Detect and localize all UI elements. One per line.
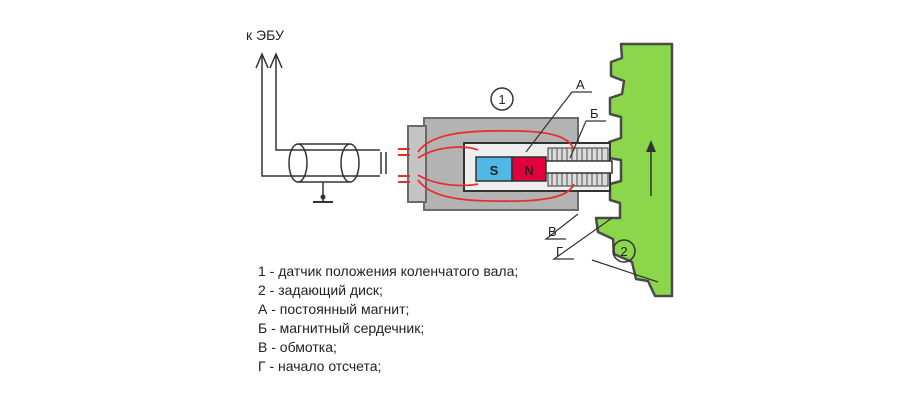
wire-left <box>261 56 380 177</box>
callout-1-circle <box>490 87 514 111</box>
leader-v <box>544 213 579 240</box>
ecu-label: к ЭБУ <box>246 27 284 43</box>
legend-item: Г - начало отсчета; <box>258 358 382 374</box>
sensor-connector <box>407 125 427 203</box>
legend: 1 - датчик положения коленчатого вала; 2… <box>258 262 518 376</box>
magnet-north-label: N <box>524 163 533 178</box>
leader-g <box>552 217 613 260</box>
gear-disc-shape <box>594 42 674 298</box>
winding-upper <box>547 147 609 162</box>
label-g: Г <box>556 244 563 259</box>
connector-pins <box>398 148 410 183</box>
field-line-inner-upper <box>417 146 479 159</box>
label-v: В <box>548 224 557 239</box>
leader-b <box>569 120 606 159</box>
label-a: А <box>576 77 585 92</box>
ecu-arrow-left-icon <box>255 52 269 69</box>
wiring <box>255 52 387 203</box>
field-line-inner-lower <box>417 174 479 187</box>
wire-right <box>275 56 380 151</box>
legend-item: 2 - задающий диск; <box>258 282 383 298</box>
leader-a <box>525 91 592 153</box>
legend-item: 1 - датчик положения коленчатого вала; <box>258 263 519 279</box>
ecu-arrow-right-icon <box>269 52 283 69</box>
callout-2-label: 2 <box>620 244 627 259</box>
leader-lines <box>525 91 659 283</box>
field-line-lower <box>417 179 575 203</box>
rotation-arrow-icon <box>646 140 656 152</box>
magnetic-core <box>539 160 613 174</box>
leader-g-extra <box>591 259 659 283</box>
magnet-south-label: S <box>490 163 499 178</box>
legend-item: В - обмотка; <box>258 339 337 355</box>
ground-dot <box>320 194 326 200</box>
sensor-assembly: S N <box>398 117 613 211</box>
winding-lower <box>547 172 609 187</box>
legend-item: Б - магнитный сердечник; <box>258 320 425 336</box>
label-b: Б <box>590 106 599 121</box>
reference-disc <box>594 42 674 298</box>
legend-item: А - постоянный магнит; <box>258 301 410 317</box>
field-line-upper <box>417 129 575 153</box>
callout-2-circle <box>612 239 636 263</box>
callout-1-label: 1 <box>498 92 505 107</box>
magnet-north-pole <box>511 156 547 182</box>
